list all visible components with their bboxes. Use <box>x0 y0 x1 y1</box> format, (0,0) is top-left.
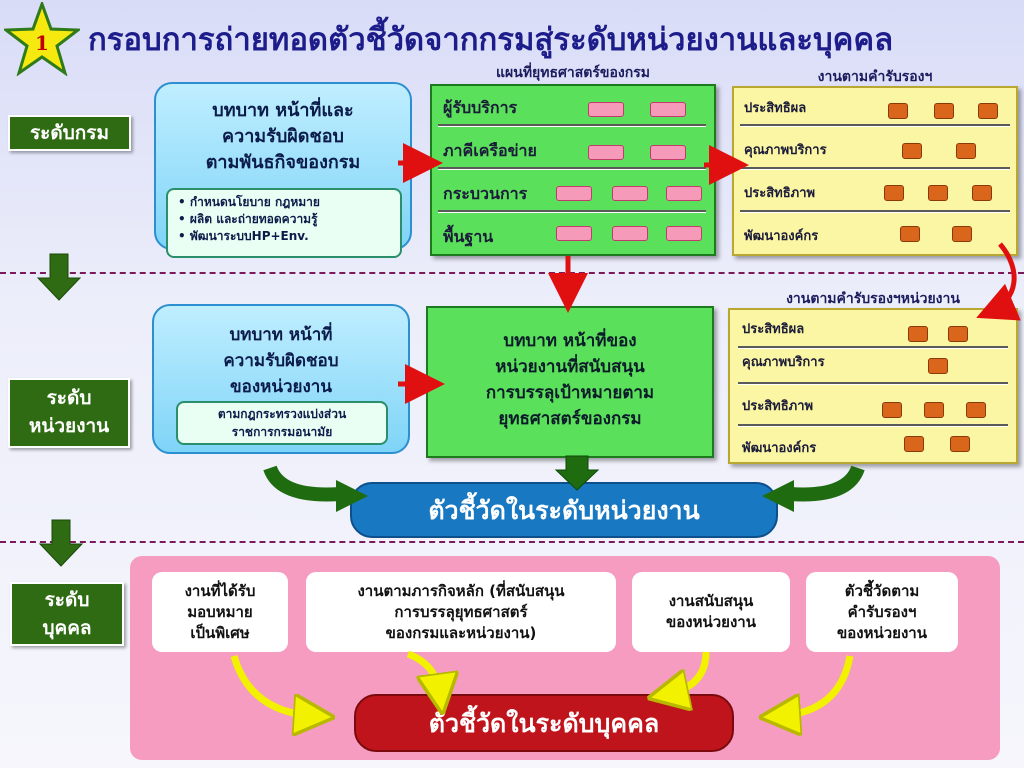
dept-certification-caption: งานตามคำรับรองฯ <box>817 69 933 85</box>
down-arrow-unit-person <box>38 519 84 567</box>
indicator-chip <box>966 402 986 418</box>
certification-row-label: ประสิทธิผล <box>742 322 805 337</box>
bullet-item: • ผลิต และถ่ายทอดความรู้ <box>178 212 318 226</box>
strategy-row-label: ผู้รับบริการ <box>443 98 518 117</box>
unit-certification-caption: งานตามคำรับรองฯหน่วยงาน <box>786 291 960 307</box>
strategy-objective-chip <box>666 186 702 201</box>
strategy-objective-chip <box>556 226 592 241</box>
indicator-chip <box>978 103 998 119</box>
bullet-item: • พัฒนาระบบHP+Env. <box>178 229 309 243</box>
strategy-objective-chip <box>650 145 686 160</box>
indicator-chip <box>952 226 972 242</box>
certification-row-label: ประสิทธิภาพ <box>742 399 814 414</box>
strategy-objective-chip <box>612 226 648 241</box>
certification-row-label: คุณภาพบริการ <box>742 355 825 370</box>
indicator-chip <box>928 358 948 374</box>
person-card-support-work: งานสนับสนุนของหน่วยงาน <box>632 572 790 652</box>
arrow-support-to-unit-indicator <box>554 455 600 491</box>
level-badge-dept: ระดับกรม <box>8 115 131 151</box>
strategy-objective-chip <box>588 102 624 117</box>
strategy-objective-chip <box>650 102 686 117</box>
indicator-chip <box>972 185 992 201</box>
strategy-objective-chip <box>666 226 702 241</box>
arrow-support-to-person-indicator <box>668 651 710 694</box>
page-title: กรอบการถ่ายทอดตัวชี้วัดจากกรมสู่ระดับหน่… <box>88 22 894 58</box>
arrow-cert-to-unit-indicator <box>789 465 865 502</box>
certification-row-label: พัฒนาองค์กร <box>742 441 817 456</box>
bullet-item: • กำหนดนโยบาย กฎหมาย <box>178 195 320 209</box>
level-badge-person: ระดับบุคคล <box>10 582 124 646</box>
arrow-cert-to-person-indicator <box>780 655 854 716</box>
arrow-cert-to-unit-indicator-head <box>762 480 794 512</box>
indicator-chip <box>884 185 904 201</box>
arrow-core-to-person-indicator <box>406 650 440 694</box>
strategy-row-label: พื้นฐาน <box>443 227 494 246</box>
indicator-chip <box>924 402 944 418</box>
arrow-role-to-unit-indicator-head <box>336 480 368 512</box>
dept-role-bullets: • กำหนดนโยบาย กฎหมาย • ผลิต และถ่ายทอดคว… <box>166 188 402 258</box>
indicator-chip <box>904 436 924 452</box>
indicator-chip <box>948 326 968 342</box>
separator-dept-unit <box>0 272 1024 274</box>
slide-number: 1 <box>35 31 49 55</box>
arrow-role-to-unit-indicator <box>263 465 341 502</box>
strategy-objective-chip <box>588 145 624 160</box>
unit-role-note: ตามกฎกระทรวงแบ่งส่วน ราชการกรมอนามัย <box>176 401 388 445</box>
indicator-chip <box>882 402 902 418</box>
indicator-chip <box>908 326 928 342</box>
slide-number-star: 1 <box>4 2 80 76</box>
strategy-row-label: กระบวนการ <box>443 184 528 203</box>
indicator-chip <box>956 143 976 159</box>
person-card-core-mission: งานตามภารกิจหลัก (ที่สนับสนุนการบรรลุยุท… <box>306 572 616 652</box>
certification-row-label: ประสิทธิภาพ <box>744 186 816 201</box>
indicator-chip <box>888 103 908 119</box>
indicator-chip <box>900 226 920 242</box>
arrow-special-to-person-indicator <box>230 654 314 716</box>
person-card-special-assignment: งานที่ได้รับมอบหมายเป็นพิเศษ <box>152 572 288 652</box>
level-badge-unit: ระดับหน่วยงาน <box>8 378 130 448</box>
strategy-objective-chip <box>612 186 648 201</box>
strategy-row-label: ภาคีเครือข่าย <box>443 141 537 160</box>
indicator-chip <box>950 436 970 452</box>
person-card-certification-indicators: ตัวชี้วัดตามคำรับรองฯของหน่วยงาน <box>806 572 958 652</box>
indicator-chip <box>902 143 922 159</box>
certification-row-label: คุณภาพบริการ <box>744 143 827 158</box>
certification-row-label: พัฒนาองค์กร <box>744 229 819 244</box>
certification-row-label: ประสิทธิผล <box>744 101 807 116</box>
unit-indicator-pill: ตัวชี้วัดในระดับหน่วยงาน <box>350 482 778 538</box>
arrow-dept-cert-to-unit-cert <box>976 242 1021 321</box>
down-arrow-dept-unit <box>36 253 82 301</box>
strategy-objective-chip <box>556 186 592 201</box>
indicator-chip <box>928 185 948 201</box>
unit-support-box: บทบาท หน้าที่ของ หน่วยงานที่สนับสนุน การ… <box>426 306 714 458</box>
separator-unit-person <box>0 541 1024 543</box>
indicator-chip <box>934 103 954 119</box>
strategy-map-caption: แผนที่ยุทธศาสตร์ของกรม <box>496 65 650 81</box>
